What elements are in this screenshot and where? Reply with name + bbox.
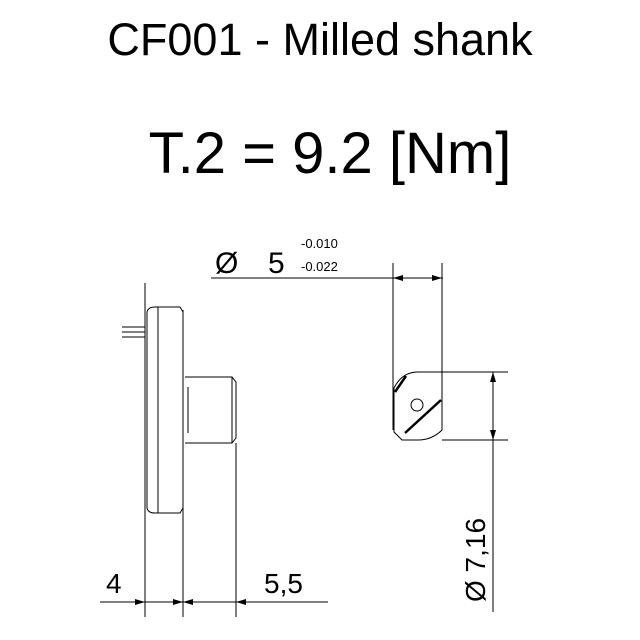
- drawing-title: CF001 - Milled shank: [107, 14, 533, 65]
- shank-length-label: 5,5: [264, 568, 303, 599]
- end-view: [393, 371, 443, 441]
- shank-tol-lower: -0.022: [301, 259, 338, 274]
- side-view: [122, 283, 237, 617]
- shank-diameter-dimension: [211, 263, 443, 430]
- torque-spec: T.2 = 9.2 [Nm]: [148, 121, 512, 186]
- shank-diameter-label: 5: [268, 247, 285, 280]
- shank-tol-upper: -0.010: [301, 236, 338, 251]
- head-diameter-dimension: [442, 371, 508, 612]
- diameter-symbol: Ø: [215, 247, 238, 280]
- head-diameter-label: Ø 7,16: [460, 518, 491, 602]
- flange-thickness-label: 4: [106, 568, 122, 599]
